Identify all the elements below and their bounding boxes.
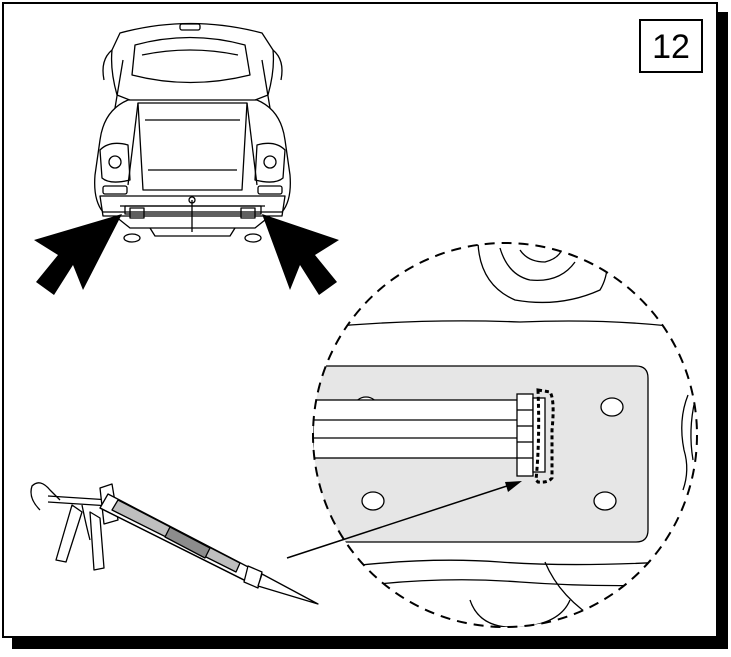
hatchback-rear-view-icon [94, 22, 291, 243]
sealant-bead-icon [534, 388, 555, 484]
pointer-arrow-left-icon [34, 214, 122, 295]
leader-line [286, 481, 522, 559]
caulking-gun-icon [30, 482, 319, 605]
magnified-detail-icon [312, 242, 698, 628]
step-number-box: 12 [639, 19, 703, 73]
step-number: 12 [652, 28, 690, 66]
pointer-arrow-right-icon [262, 214, 339, 295]
